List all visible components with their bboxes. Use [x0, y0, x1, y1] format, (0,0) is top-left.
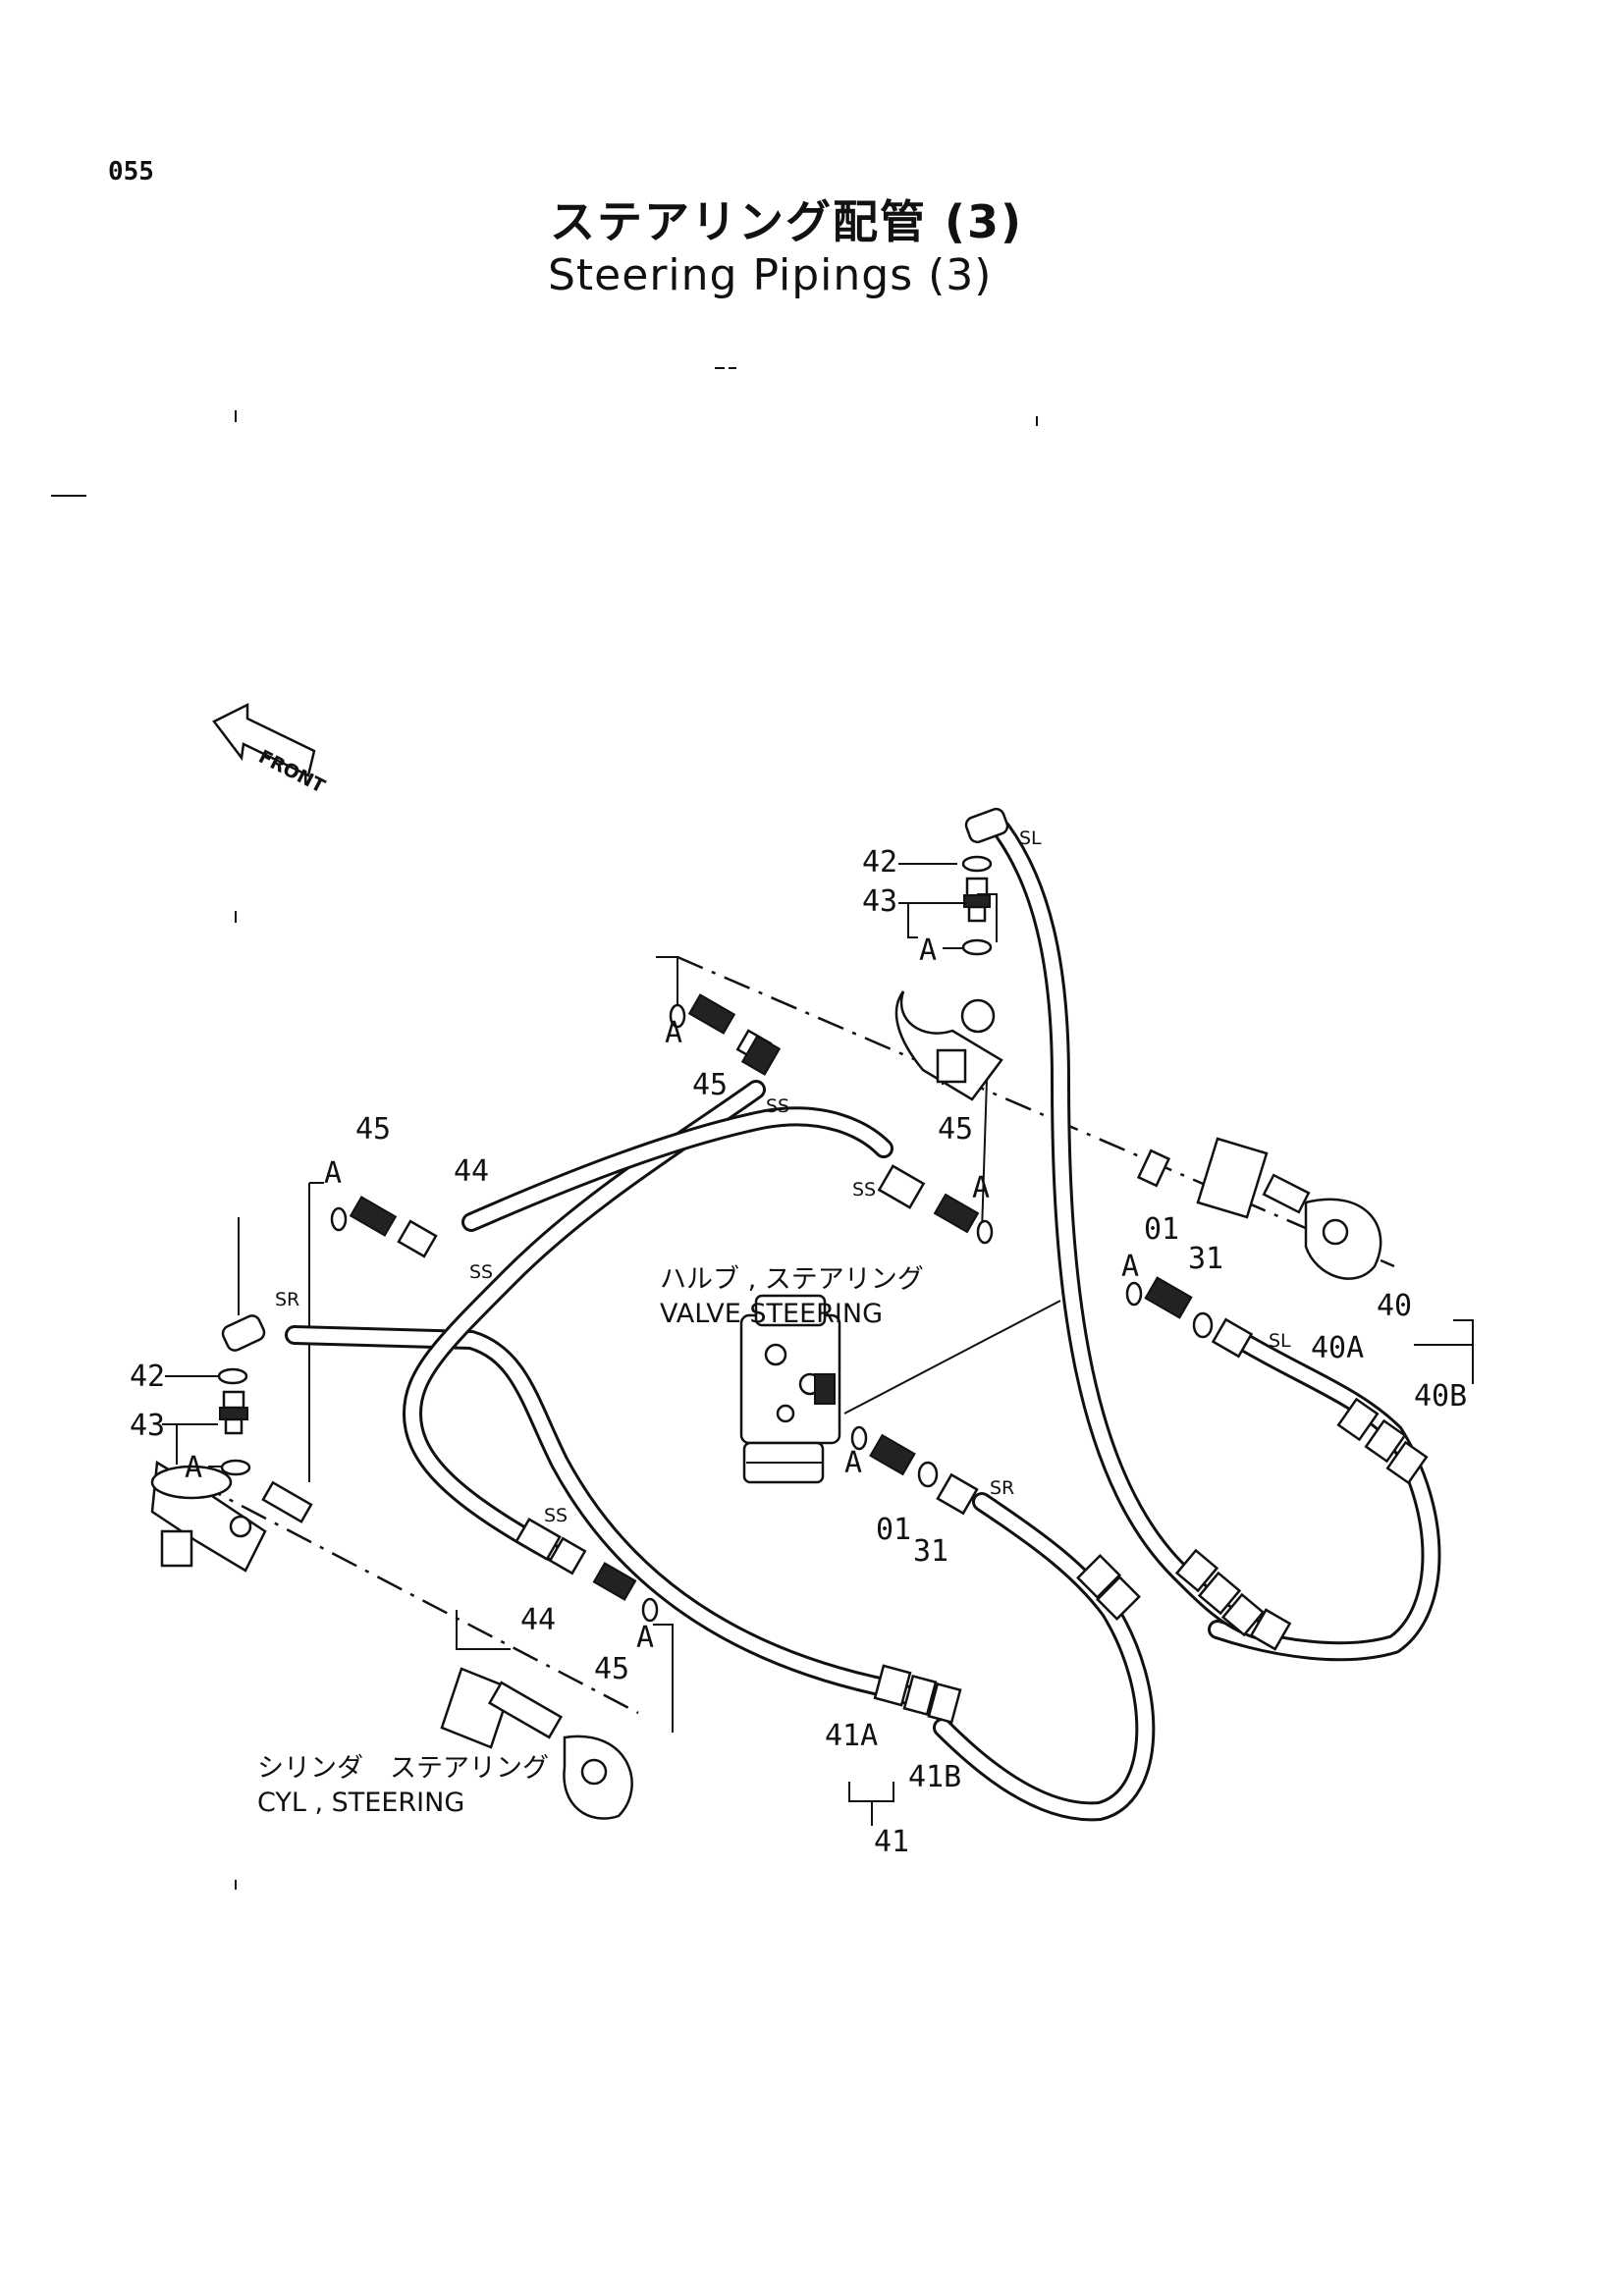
hose-end-sl-right: SL [1269, 1330, 1291, 1352]
cylinder-label-jp: シリンダ ステアリング [257, 1753, 549, 1784]
hose-41 [285, 1325, 1156, 1822]
callout-41A: 41A [825, 1719, 878, 1753]
hose-end-sl-top: SL [1019, 828, 1042, 849]
valve-label-en: VALVE STEERING [660, 1299, 883, 1329]
hose-end-ss-left: SS [469, 1261, 493, 1283]
title-japanese: ステアリング配管 (3) [550, 195, 1024, 248]
callout-45-lower: 45 [594, 1652, 629, 1686]
hose-crimps [873, 1397, 1429, 1725]
hose-top-sl [992, 820, 1267, 1639]
lower-cylinder [150, 1460, 633, 1820]
callout-44-lower: 44 [520, 1603, 556, 1637]
callout-A-lower: A [636, 1621, 654, 1655]
fittings [217, 807, 1254, 1623]
callout-A-valve-left: A [844, 1446, 862, 1480]
callout-42-top: 42 [862, 845, 897, 880]
callout-45-left: 45 [355, 1112, 391, 1147]
callout-45-upper: 45 [692, 1068, 728, 1102]
callout-31-right: 31 [1188, 1242, 1223, 1276]
title-english: Steering Pipings (3) [548, 250, 993, 300]
component-captions: ハルブ , ステアリング VALVE STEERING シリンダ ステアリング … [257, 1264, 924, 1818]
callout-43-left: 43 [130, 1409, 165, 1443]
front-arrow: FRONT [212, 702, 328, 797]
callout-42-left: 42 [130, 1360, 165, 1394]
cylinder-label-en: CYL , STEERING [257, 1788, 464, 1818]
hose-end-sr-right: SR [990, 1477, 1014, 1499]
callout-45-right: 45 [938, 1112, 973, 1147]
hose-40 [1208, 1325, 1441, 1662]
callout-labels: 42 43 A SL A 45 SS 45 A SS 45 A 44 SS SR… [130, 828, 1467, 1859]
upper-cylinder [894, 990, 1382, 1280]
callout-A-valve-right: A [1121, 1250, 1139, 1284]
callout-A-left-low: A [185, 1451, 202, 1485]
callout-A-right: A [972, 1171, 990, 1205]
hose-end-ss-lower: SS [544, 1505, 568, 1526]
page-number: 055 [108, 157, 154, 187]
valve-label-jp: ハルブ , ステアリング [660, 1264, 924, 1295]
callout-43-top: 43 [862, 884, 897, 919]
callout-A-mid: A [665, 1016, 682, 1050]
callout-31-lower: 31 [913, 1534, 948, 1569]
callout-44-left: 44 [454, 1154, 489, 1189]
callout-40: 40 [1377, 1289, 1412, 1323]
callout-01-right: 01 [1144, 1212, 1179, 1247]
hose-end-ss-right: SS [852, 1179, 876, 1201]
callout-40A: 40A [1311, 1331, 1364, 1365]
hose-end-ss-upper: SS [766, 1095, 789, 1117]
callout-41: 41 [874, 1825, 909, 1859]
scan-marks [51, 367, 1038, 1890]
callout-40B: 40B [1414, 1379, 1467, 1414]
callout-A-top: A [919, 934, 937, 968]
callout-01-lower: 01 [876, 1513, 911, 1547]
callout-41B: 41B [908, 1760, 961, 1794]
callout-A-left: A [324, 1156, 342, 1191]
hose-end-sr-left: SR [275, 1289, 299, 1310]
steering-valve [739, 1294, 841, 1484]
hose-44-short [461, 1106, 893, 1232]
